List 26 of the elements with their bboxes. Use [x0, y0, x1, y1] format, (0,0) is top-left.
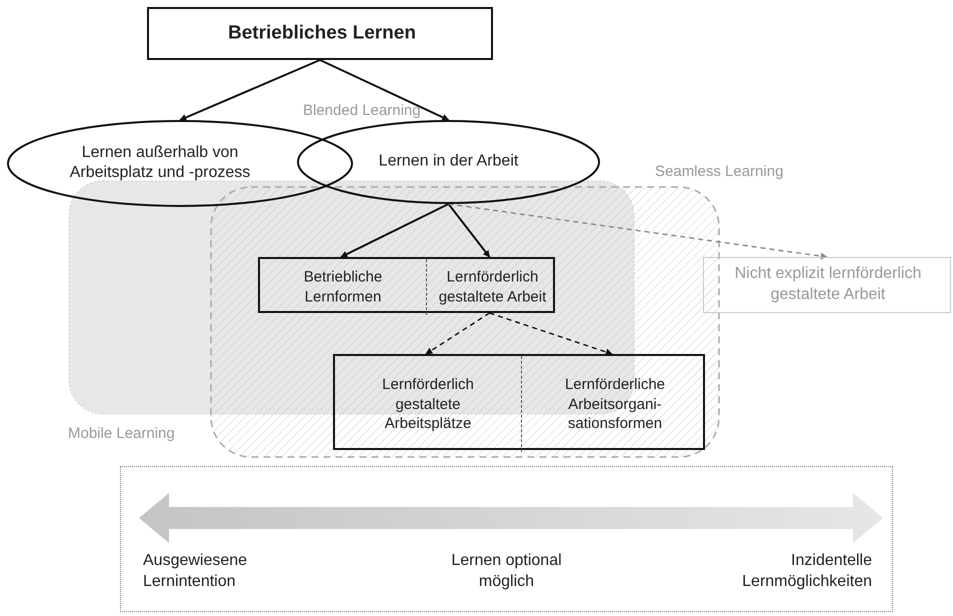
- arrow: [340, 203, 449, 258]
- node-label: Lernförderliche Arbeitsorgani- sationsformen: [564, 374, 666, 434]
- node-label: Betriebliche Lernformen: [302, 268, 384, 306]
- node-label: Inzidentelle Lernmöglichkeiten: [741, 551, 872, 592]
- arrow: [489, 312, 613, 356]
- node-label: Betriebliches Lernen: [227, 21, 417, 46]
- node-label: Ausgewiesene Lernintention: [143, 551, 248, 592]
- arrow: [448, 203, 490, 258]
- node-label: Nicht explizit lernförderlich gestaltete Arbeit: [734, 264, 922, 305]
- region-label: Seamless Learning: [655, 162, 784, 182]
- node-label: Lernen optional möglich: [450, 551, 563, 592]
- region-label: Mobile Learning: [68, 424, 175, 444]
- arrow: [320, 59, 450, 121]
- node-label: Lernen in der Arbeit: [378, 152, 520, 172]
- frame: [120, 466, 893, 612]
- box: [333, 354, 705, 450]
- box: [258, 257, 555, 313]
- node-label: Lernen außerhalb von Arbeitsplatz und -prozess: [68, 142, 252, 184]
- box: [703, 257, 951, 313]
- region-label: Blended Learning: [303, 101, 421, 120]
- arrow: [448, 203, 828, 260]
- node-label: Lernförderlich gestaltete Arbeitsplätze: [381, 374, 475, 434]
- box: [147, 7, 493, 60]
- node-label: Lernförderlich gestaltete Arbeit: [438, 268, 548, 306]
- arrow: [179, 59, 320, 121]
- arrow: [425, 312, 490, 355]
